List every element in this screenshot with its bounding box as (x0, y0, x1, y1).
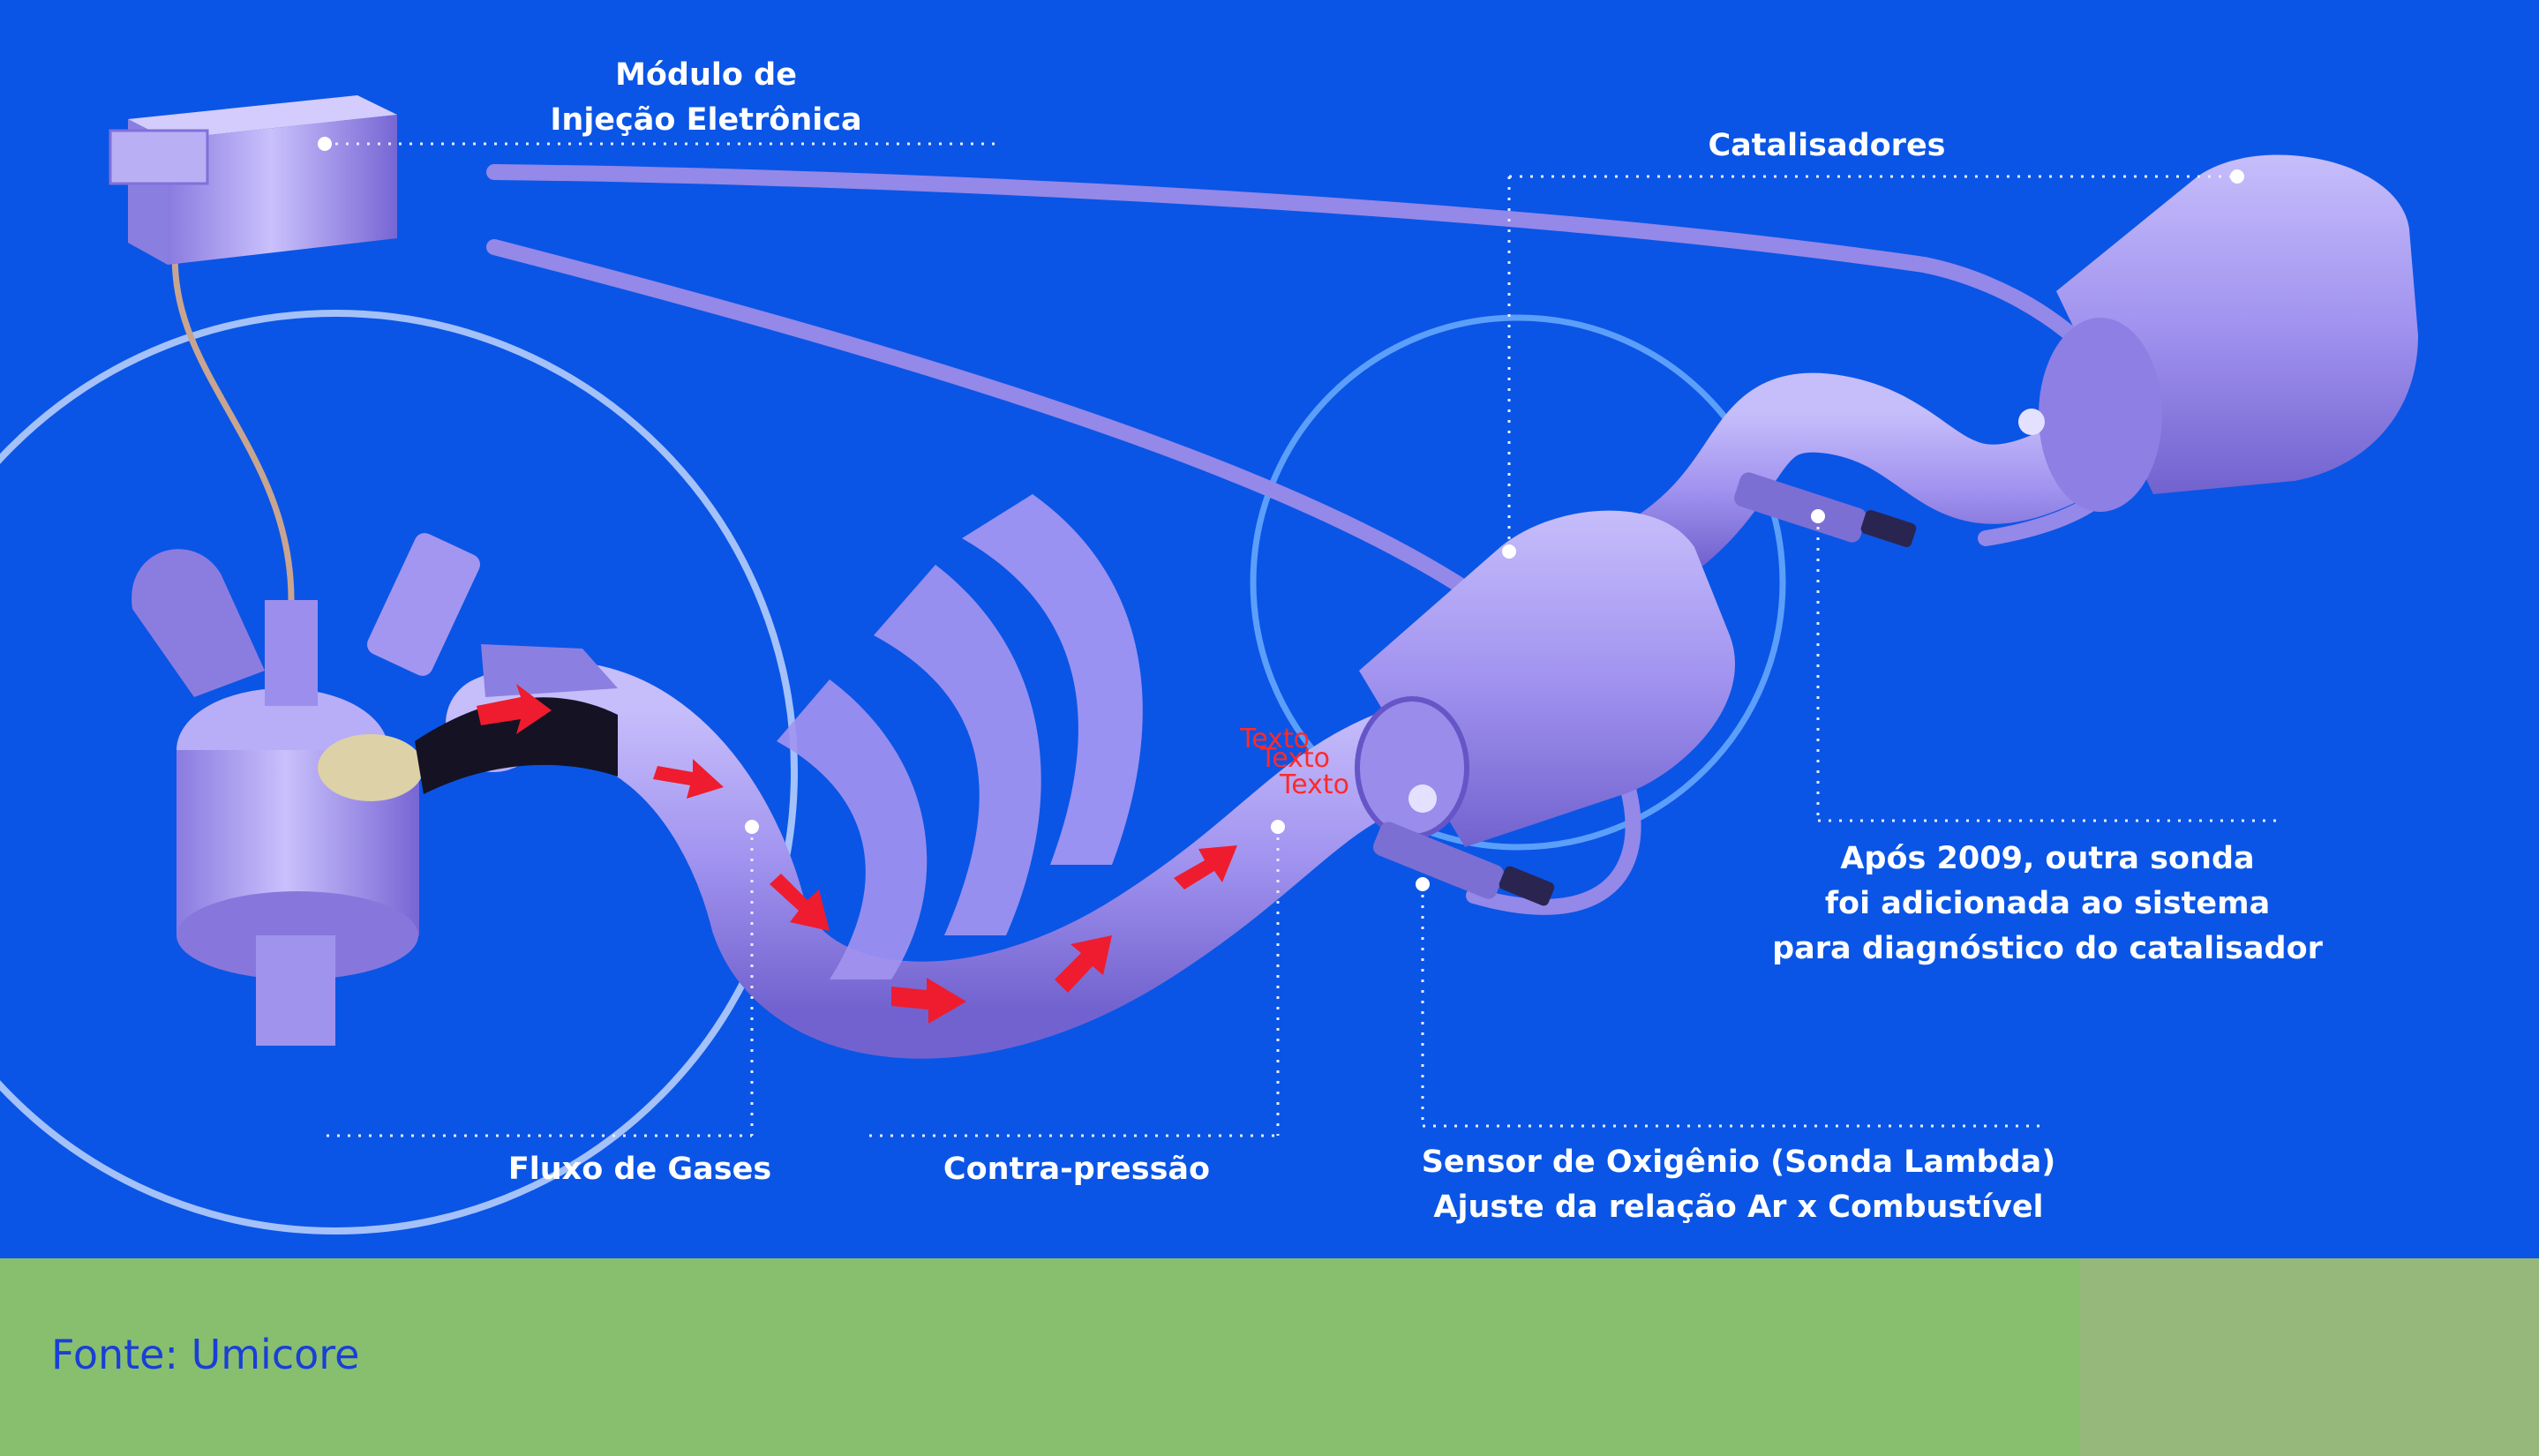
footer-right-panel (2080, 1258, 2539, 1456)
front-catalyst-icon (1355, 510, 1735, 847)
rear-catalyst-icon (2018, 154, 2418, 512)
source-credit: Fonte: Umicore (51, 1331, 360, 1378)
leader-dots (318, 137, 2244, 891)
footer-band: Fonte: Umicore (0, 1258, 2539, 1456)
back-pressure-wave-2 (874, 565, 1041, 935)
gas-flow-arrows (477, 684, 1237, 1024)
engine-cylinder-icon (131, 533, 481, 1046)
oxygen-sensor-front-icon (1372, 822, 1555, 906)
label-gas-flow: Fluxo de Gases (507, 1152, 772, 1187)
leader-lines (325, 142, 2277, 1137)
label-catalysts: Catalisadores (1708, 128, 1946, 163)
sensor-halo-circle (1250, 314, 1786, 851)
exhaust-pipe-mid (1593, 372, 2114, 604)
exhaust-port (415, 697, 618, 794)
exhaust-pipe (446, 661, 1443, 1059)
back-pressure-wave-1 (777, 679, 928, 979)
engine-halo-circle (0, 310, 798, 1235)
ecu-wire (171, 233, 295, 601)
back-pressure-wave-3 (962, 494, 1143, 865)
sensor-wire-rear (486, 164, 2141, 546)
overlay-text-2: Texto (1260, 743, 1331, 774)
ecu-module-icon (109, 95, 397, 265)
oxygen-sensor-rear-icon (1734, 472, 1917, 548)
overlay-text-3: Texto (1280, 769, 1350, 800)
manifold-flange (481, 644, 618, 697)
label-after-2009: Após 2009, outra sonda foi adicionada ao… (1772, 841, 2323, 966)
label-oxygen-sensor: Sensor de Oxigênio (Sonda Lambda) Ajuste… (1421, 1145, 2056, 1225)
label-back-pressure: Contra-pressão (943, 1152, 1211, 1187)
overlay-text-1: Texto (1240, 724, 1311, 754)
label-ecu-module: Módulo de Injeção Eletrônica (550, 57, 862, 138)
